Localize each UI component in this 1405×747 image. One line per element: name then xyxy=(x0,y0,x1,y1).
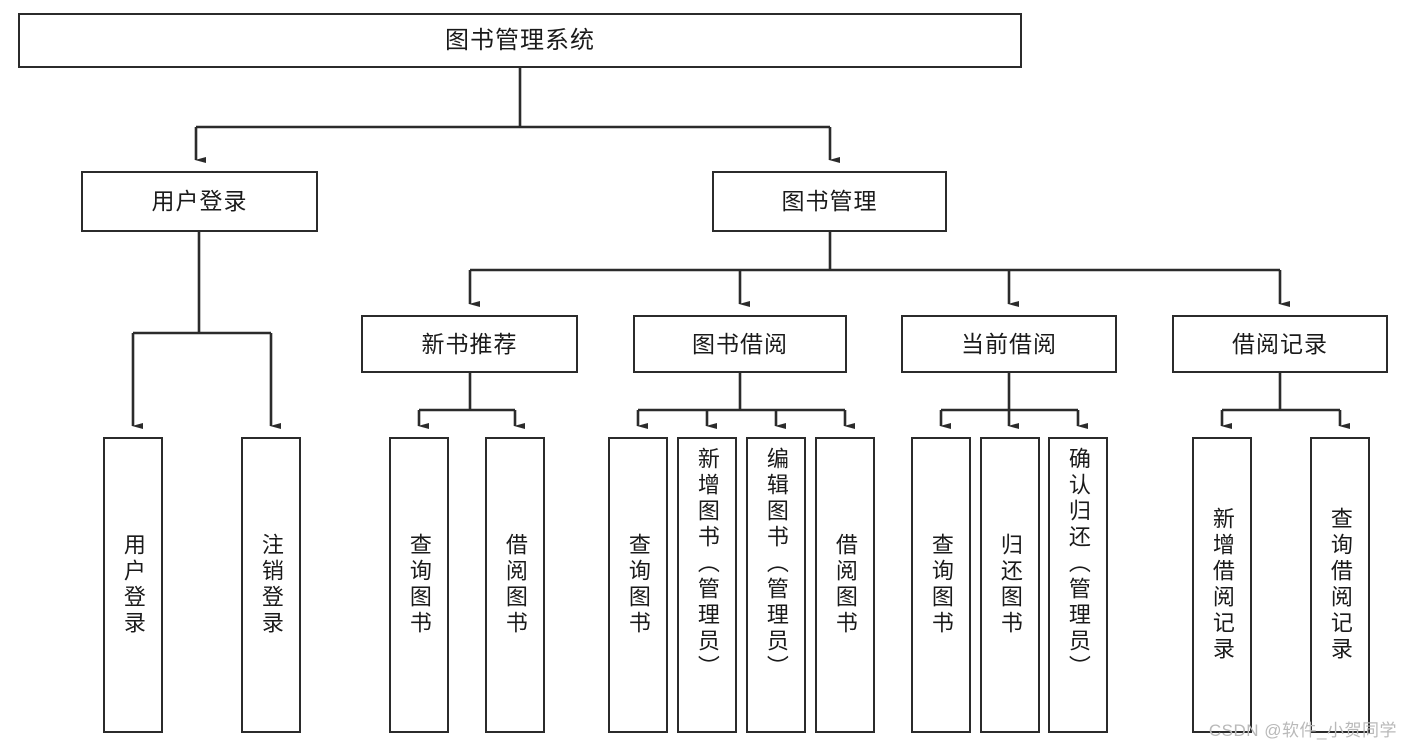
leaf-query-book-recommend[interactable]: 查询图书 xyxy=(389,437,449,733)
leaf-query-book-borrow-label: 查询图书 xyxy=(625,533,651,637)
node-user-login-label: 用户登录 xyxy=(151,188,248,215)
node-new-book-recommend[interactable]: 新书推荐 xyxy=(361,315,578,373)
node-borrow-record[interactable]: 借阅记录 xyxy=(1172,315,1388,373)
node-current-borrow-label: 当前借阅 xyxy=(961,330,1057,357)
leaf-user-login[interactable]: 用户登录 xyxy=(103,437,163,733)
node-root[interactable]: 图书管理系统 xyxy=(18,13,1022,68)
leaf-borrow-book[interactable]: 借阅图书 xyxy=(815,437,875,733)
leaf-add-borrow-record-label: 新增借阅记录 xyxy=(1209,507,1235,663)
leaf-edit-book-admin[interactable]: 编辑图书（管理员） xyxy=(746,437,806,733)
leaf-return-book[interactable]: 归还图书 xyxy=(980,437,1040,733)
leaf-query-book-current-label: 查询图书 xyxy=(928,533,954,637)
node-book-borrow-label: 图书借阅 xyxy=(692,330,788,357)
leaf-add-borrow-record[interactable]: 新增借阅记录 xyxy=(1192,437,1252,733)
node-book-borrow[interactable]: 图书借阅 xyxy=(633,315,847,373)
leaf-add-book-admin-label: 新增图书（管理员） xyxy=(694,447,720,681)
node-current-borrow[interactable]: 当前借阅 xyxy=(901,315,1117,373)
leaf-query-book-recommend-label: 查询图书 xyxy=(406,533,432,637)
leaf-confirm-return-admin-label: 确认归还（管理员） xyxy=(1065,447,1091,681)
leaf-logout-label: 注销登录 xyxy=(258,533,284,637)
leaf-borrow-book-label: 借阅图书 xyxy=(832,533,858,637)
leaf-borrow-book-recommend-label: 借阅图书 xyxy=(502,533,528,637)
leaf-query-borrow-record-label: 查询借阅记录 xyxy=(1327,507,1353,663)
leaf-query-book-borrow[interactable]: 查询图书 xyxy=(608,437,668,733)
leaf-borrow-book-recommend[interactable]: 借阅图书 xyxy=(485,437,545,733)
node-borrow-record-label: 借阅记录 xyxy=(1232,330,1328,357)
leaf-query-borrow-record[interactable]: 查询借阅记录 xyxy=(1310,437,1370,733)
leaf-logout[interactable]: 注销登录 xyxy=(241,437,301,733)
leaf-return-book-label: 归还图书 xyxy=(997,533,1023,637)
node-book-management[interactable]: 图书管理 xyxy=(712,171,947,232)
node-book-management-label: 图书管理 xyxy=(781,188,878,215)
node-user-login[interactable]: 用户登录 xyxy=(81,171,318,232)
node-root-label: 图书管理系统 xyxy=(445,26,595,54)
csdn-watermark: CSDN @软件_小贺同学 xyxy=(1208,721,1397,740)
leaf-user-login-label: 用户登录 xyxy=(120,533,146,637)
leaf-confirm-return-admin[interactable]: 确认归还（管理员） xyxy=(1048,437,1108,733)
leaf-query-book-current[interactable]: 查询图书 xyxy=(911,437,971,733)
node-new-book-recommend-label: 新书推荐 xyxy=(421,330,518,357)
leaf-add-book-admin[interactable]: 新增图书（管理员） xyxy=(677,437,737,733)
leaf-edit-book-admin-label: 编辑图书（管理员） xyxy=(763,447,789,681)
